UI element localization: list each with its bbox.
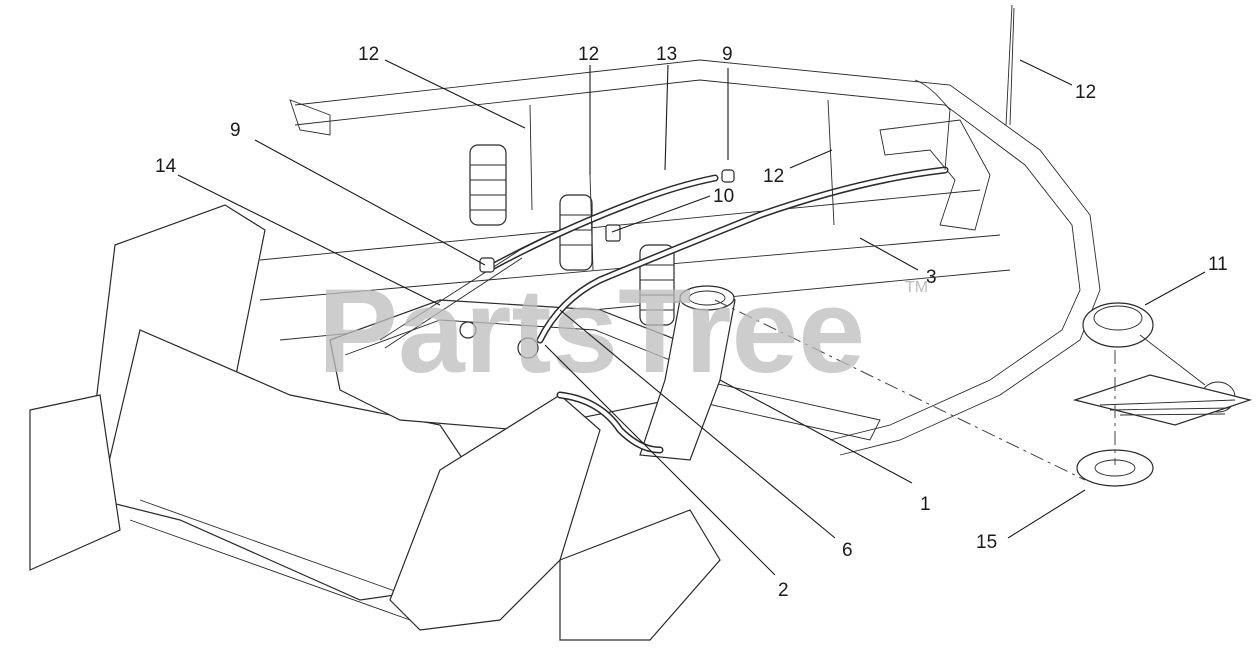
callout-9b: 9 bbox=[230, 120, 241, 141]
fuel-cap bbox=[1082, 302, 1236, 413]
spring-left bbox=[469, 144, 507, 226]
leader-lines bbox=[177, 59, 1206, 576]
clip bbox=[605, 224, 621, 242]
fuel-tank bbox=[329, 299, 691, 431]
watermark-text: PartsTree bbox=[318, 264, 865, 398]
fuel-hose bbox=[486, 79, 951, 454]
trademark-mark: TM bbox=[905, 279, 928, 296]
callout-14: 14 bbox=[155, 156, 177, 177]
filler-neck bbox=[639, 285, 736, 461]
hose-clamp bbox=[479, 169, 735, 273]
callout-11: 11 bbox=[1208, 254, 1228, 275]
callout-3: 3 bbox=[926, 267, 937, 288]
cable-tie-left bbox=[529, 104, 533, 211]
frame-tube bbox=[289, 59, 1101, 456]
left-frame-plate bbox=[29, 204, 471, 621]
callout-1: 1 bbox=[920, 494, 931, 515]
callout-6: 6 bbox=[842, 540, 853, 561]
cable-tie-right bbox=[827, 99, 835, 226]
callout-12a: 12 bbox=[358, 44, 379, 65]
cable-tie-top bbox=[1005, 4, 1015, 126]
callout-10: 10 bbox=[713, 186, 734, 207]
callout-15: 15 bbox=[976, 532, 997, 553]
callout-12c: 12 bbox=[1075, 82, 1096, 103]
callout-12b: 12 bbox=[578, 44, 599, 65]
callout-12d: 12 bbox=[763, 166, 784, 187]
assembly-centerline bbox=[714, 299, 1116, 481]
cable-tie-middle bbox=[589, 174, 594, 271]
decal bbox=[1072, 374, 1253, 426]
gasket bbox=[1076, 449, 1154, 487]
callout-2: 2 bbox=[778, 580, 789, 601]
vent-line bbox=[379, 229, 561, 349]
callout-13: 13 bbox=[656, 44, 677, 65]
callout-9a: 9 bbox=[722, 44, 733, 65]
rear-bracket bbox=[389, 394, 721, 641]
callout-labels: 12 12 13 9 12 9 14 10 12 3 11 1 6 2 15 bbox=[155, 44, 1228, 601]
spring-right bbox=[639, 244, 675, 326]
